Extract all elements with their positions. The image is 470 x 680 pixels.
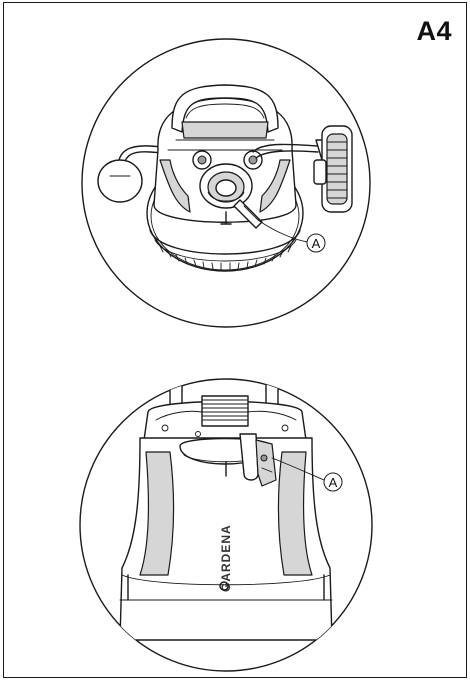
lever-a	[239, 433, 277, 487]
pump-body-top	[146, 84, 304, 272]
page-frame	[3, 2, 467, 678]
brand-logo-icon	[219, 581, 229, 591]
callout-a-label-top: A	[312, 236, 321, 251]
top-view-circle	[81, 38, 371, 328]
brand-label: GARDENA	[219, 524, 233, 592]
float-switch	[97, 145, 206, 203]
switch-housing	[313, 125, 353, 213]
base-ribs	[159, 245, 292, 270]
callout-a-top: A	[257, 219, 326, 253]
callout-a-label-bottom: A	[329, 475, 338, 490]
figure-label: A4	[416, 16, 452, 46]
callout-a-bottom: A	[271, 457, 343, 492]
bottom-view-circle	[79, 378, 373, 672]
bottom-view: GARDENA A	[79, 378, 373, 672]
top-view: A	[81, 38, 371, 328]
threaded-outlet	[201, 395, 249, 427]
